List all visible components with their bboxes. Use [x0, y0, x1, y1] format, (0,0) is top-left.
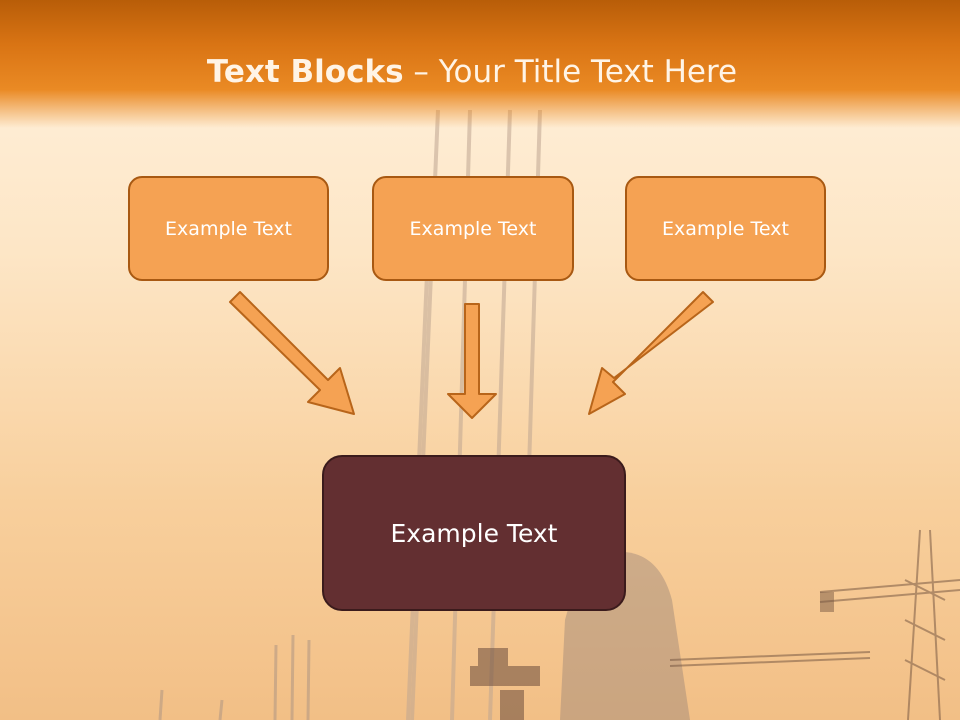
- text-block-right-label: Example Text: [662, 217, 789, 240]
- text-block-main-label: Example Text: [390, 518, 558, 548]
- arrow-down-right: [229, 291, 355, 415]
- text-block-left[interactable]: Example Text: [128, 176, 329, 281]
- title-bar: [0, 0, 960, 128]
- text-block-left-label: Example Text: [165, 217, 292, 240]
- title-rest: Your Title Text Here: [438, 54, 738, 90]
- text-block-center-label: Example Text: [409, 217, 537, 240]
- text-block-center[interactable]: Example Text: [372, 176, 574, 281]
- title-dash: –: [403, 54, 439, 90]
- arrow-down: [447, 303, 497, 419]
- text-block-main[interactable]: Example Text: [322, 455, 626, 611]
- text-block-right[interactable]: Example Text: [625, 176, 826, 281]
- arrow-down-left: [588, 291, 714, 415]
- slide-title: Text Blocks – Your Title Text Here: [0, 54, 944, 90]
- title-bold-part: Text Blocks: [206, 54, 404, 90]
